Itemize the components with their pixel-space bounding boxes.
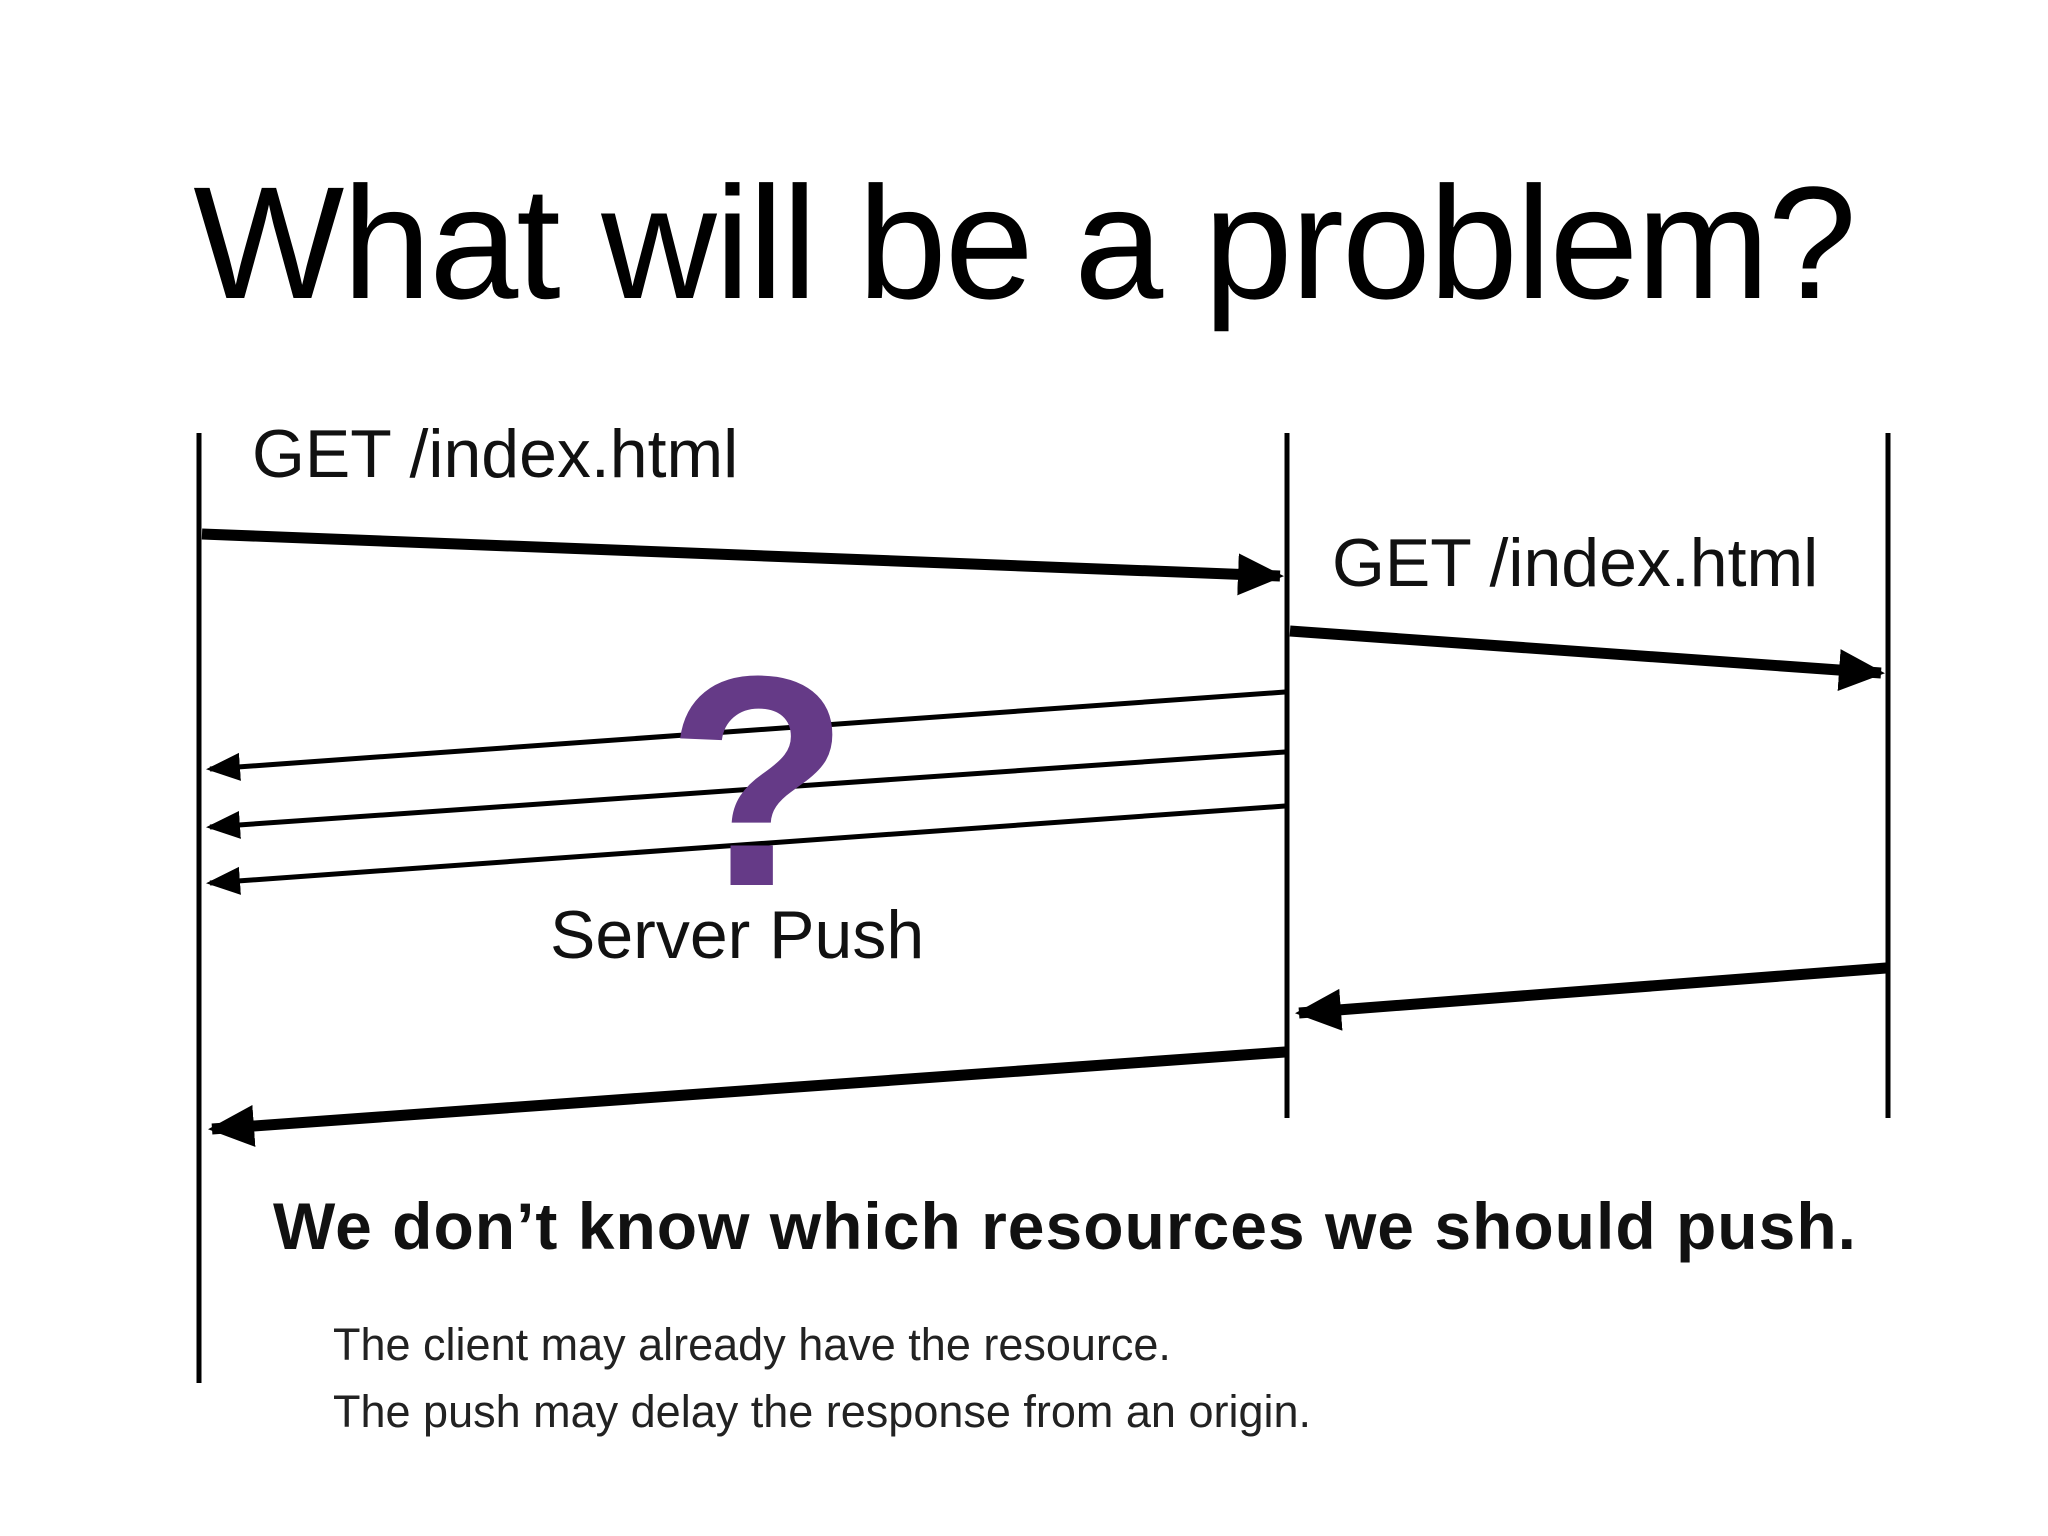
note-2: The push may delay the response from an … (333, 1386, 1311, 1437)
question-mark: ? (666, 613, 849, 949)
note-1: The client may already have the resource… (333, 1319, 1171, 1370)
response-arrow-client (208, 1046, 1286, 1147)
request-arrow-2 (1289, 625, 1885, 691)
slide-title: What will be a problem? (193, 153, 1854, 332)
server-push-arrow-1 (206, 689, 1286, 781)
response-arrow-origin (1295, 962, 1887, 1031)
server-push-label: Server Push (550, 897, 924, 973)
server-push-arrow-3 (206, 803, 1286, 895)
request2-label: GET /index.html (1332, 525, 1818, 601)
conclusion-text: We don’t know which resources we should … (273, 1189, 1857, 1263)
request-arrow-1 (201, 528, 1284, 596)
request1-label: GET /index.html (252, 416, 738, 492)
server-push-arrow-2 (206, 749, 1286, 839)
